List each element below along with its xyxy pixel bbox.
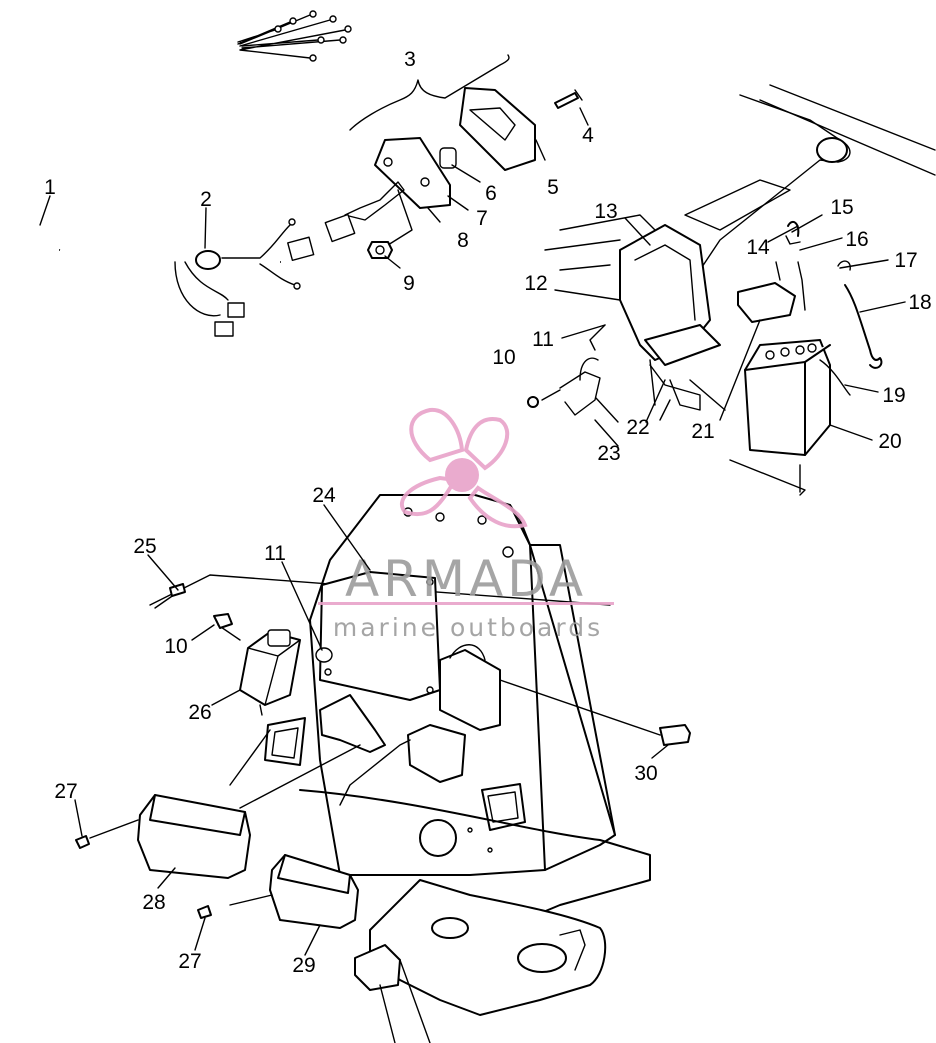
callout-21: 21: [691, 420, 714, 443]
propeller-hub-icon: [445, 458, 479, 492]
callout-14: 14: [746, 236, 770, 259]
callout-7: 7: [476, 207, 488, 230]
callout-3: 3: [404, 48, 416, 71]
callout-27: 27: [54, 780, 77, 803]
callout-28: 28: [142, 891, 165, 914]
callout-25: 25: [133, 535, 156, 558]
callout-19: 19: [882, 384, 905, 407]
callout-10: 10: [492, 346, 515, 369]
callout-labels: 1 2 3 4 5 6 7 8 9 10 11 12 13 14 15 16 1…: [44, 48, 932, 977]
callout-30: 30: [634, 762, 657, 785]
callout-8: 8: [457, 229, 469, 252]
callout-26: 26: [188, 701, 211, 724]
callout-17: 17: [894, 249, 917, 272]
callout-10b: 10: [164, 635, 187, 658]
wiring-harness: [10, 10, 352, 337]
callout-9: 9: [403, 272, 415, 295]
callout-11: 11: [532, 328, 554, 351]
propeller-blade-icon: [409, 407, 465, 463]
callout-29: 29: [292, 954, 315, 977]
propeller-blade-icon: [463, 417, 510, 471]
callout-12: 12: [524, 272, 547, 295]
watermark-brand: ARMADA: [345, 550, 587, 608]
leader-lines: [39, 107, 906, 956]
callout-5: 5: [547, 176, 559, 199]
callout-16: 16: [845, 228, 868, 251]
callout-27b: 27: [178, 950, 201, 973]
propeller-blade-icon: [399, 475, 459, 517]
callout-6: 6: [485, 182, 497, 205]
tail-light-assembly: [324, 54, 583, 259]
callout-13: 13: [594, 200, 617, 223]
watermark-underline: [318, 602, 614, 605]
battery-frame-assembly: [527, 84, 936, 496]
callout-2: 2: [200, 188, 212, 211]
callout-4: 4: [582, 124, 594, 147]
watermark: ARMADA marine outboards: [318, 407, 614, 642]
callout-11b: 11: [264, 542, 286, 565]
callout-20: 20: [878, 430, 901, 453]
callout-24: 24: [312, 484, 336, 507]
callout-23: 23: [597, 442, 620, 465]
callout-1: 1: [44, 176, 56, 199]
watermark-tagline: marine outboards: [333, 613, 603, 642]
callout-22: 22: [626, 416, 649, 439]
propeller-blade-icon: [467, 485, 528, 529]
callout-18: 18: [908, 291, 931, 314]
callout-15: 15: [830, 196, 853, 219]
